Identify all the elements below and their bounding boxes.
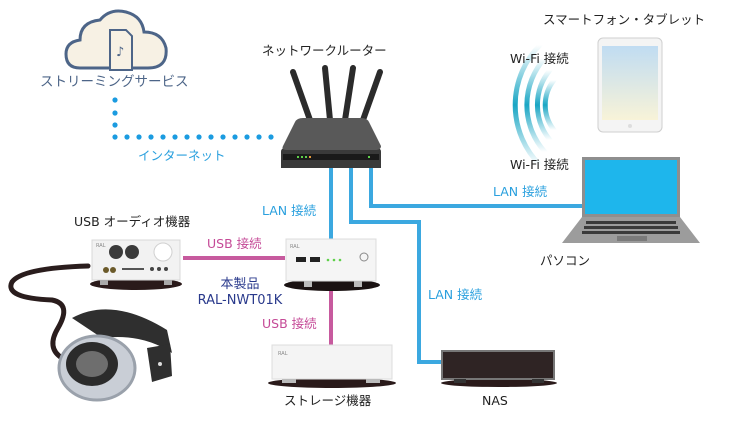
storage-device-icon: RAL — [268, 344, 396, 388]
wifi-pc-label: Wi-Fi 接続 — [510, 157, 569, 172]
usb-storage-link-label: USB 接続 — [262, 316, 317, 331]
usb-audio-device-icon: RAL — [90, 239, 182, 290]
nas-icon — [441, 350, 557, 387]
usb-audio-link-label: USB 接続 — [207, 236, 262, 251]
nas-label: NAS — [482, 393, 508, 408]
network-transporter-icon: RAL — [284, 238, 380, 291]
product-label-line1: 本製品 — [220, 277, 260, 292]
pc-label: パソコン — [540, 253, 591, 268]
product-label: 本製品 RAL-NWT01K — [195, 277, 285, 308]
storage-label: ストレージ機器 — [284, 393, 372, 408]
lan-nas-label: LAN 接続 — [428, 287, 483, 302]
lan-pc-label: LAN 接続 — [493, 184, 548, 199]
svg-text:RAL: RAL — [278, 351, 288, 357]
wifi-tablet-label: Wi-Fi 接続 — [510, 51, 569, 66]
laptop-icon — [562, 157, 700, 243]
router-label: ネットワークルーター — [262, 43, 387, 58]
tablet-icon — [597, 37, 663, 133]
headphones-icon — [8, 263, 172, 402]
cloud-music-icon: ♪ — [64, 9, 168, 71]
svg-text:RAL: RAL — [96, 243, 106, 249]
svg-text:♪: ♪ — [116, 45, 124, 60]
wifi-waves-icon — [512, 42, 557, 168]
lan-product-label: LAN 接続 — [262, 203, 317, 218]
internet-label: インターネット — [138, 148, 226, 163]
svg-text:RAL: RAL — [290, 244, 300, 250]
lan-line-pc — [369, 165, 582, 208]
lan-line-nas — [349, 165, 442, 364]
smartphone-tablet-label: スマートフォン・タブレット — [543, 12, 706, 27]
product-label-line2: RAL-NWT01K — [197, 292, 283, 308]
router-icon — [281, 65, 383, 168]
streaming-service-label: ストリーミングサービス — [40, 74, 189, 90]
internet-dotted-line — [112, 97, 274, 140]
usb-audio-label: USB オーディオ機器 — [74, 214, 191, 229]
